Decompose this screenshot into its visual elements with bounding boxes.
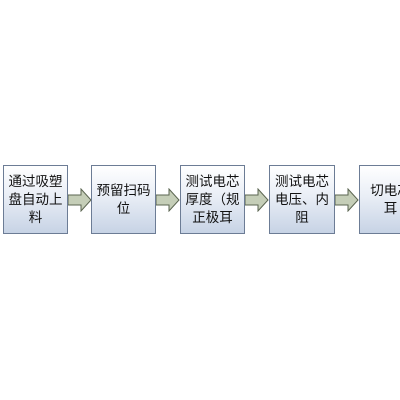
flow-arrow-icon xyxy=(68,188,92,212)
step-label-cut-tab: 切电芯耳 xyxy=(370,182,400,217)
step-box-cut-tab: 切电芯耳 xyxy=(359,165,400,234)
step-label-auto-loading: 通过吸塑盘自动上料 xyxy=(8,173,63,226)
step-box-scan-position: 预留扫码位 xyxy=(91,165,156,234)
step-box-auto-loading: 通过吸塑盘自动上料 xyxy=(3,165,68,234)
step-label-thickness-test: 测试电芯厚度（规正极耳 xyxy=(185,173,240,226)
step-box-voltage-resistance-test: 测试电芯电压、内阻 xyxy=(269,165,335,234)
step-label-scan-position: 预留扫码位 xyxy=(96,182,151,217)
flow-arrow-icon xyxy=(156,188,180,212)
step-box-thickness-test: 测试电芯厚度（规正极耳 xyxy=(180,165,245,234)
flow-arrow-icon xyxy=(245,188,269,212)
flow-arrow-icon xyxy=(335,188,359,212)
step-label-voltage-resistance-test: 测试电芯电压、内阻 xyxy=(275,173,329,226)
